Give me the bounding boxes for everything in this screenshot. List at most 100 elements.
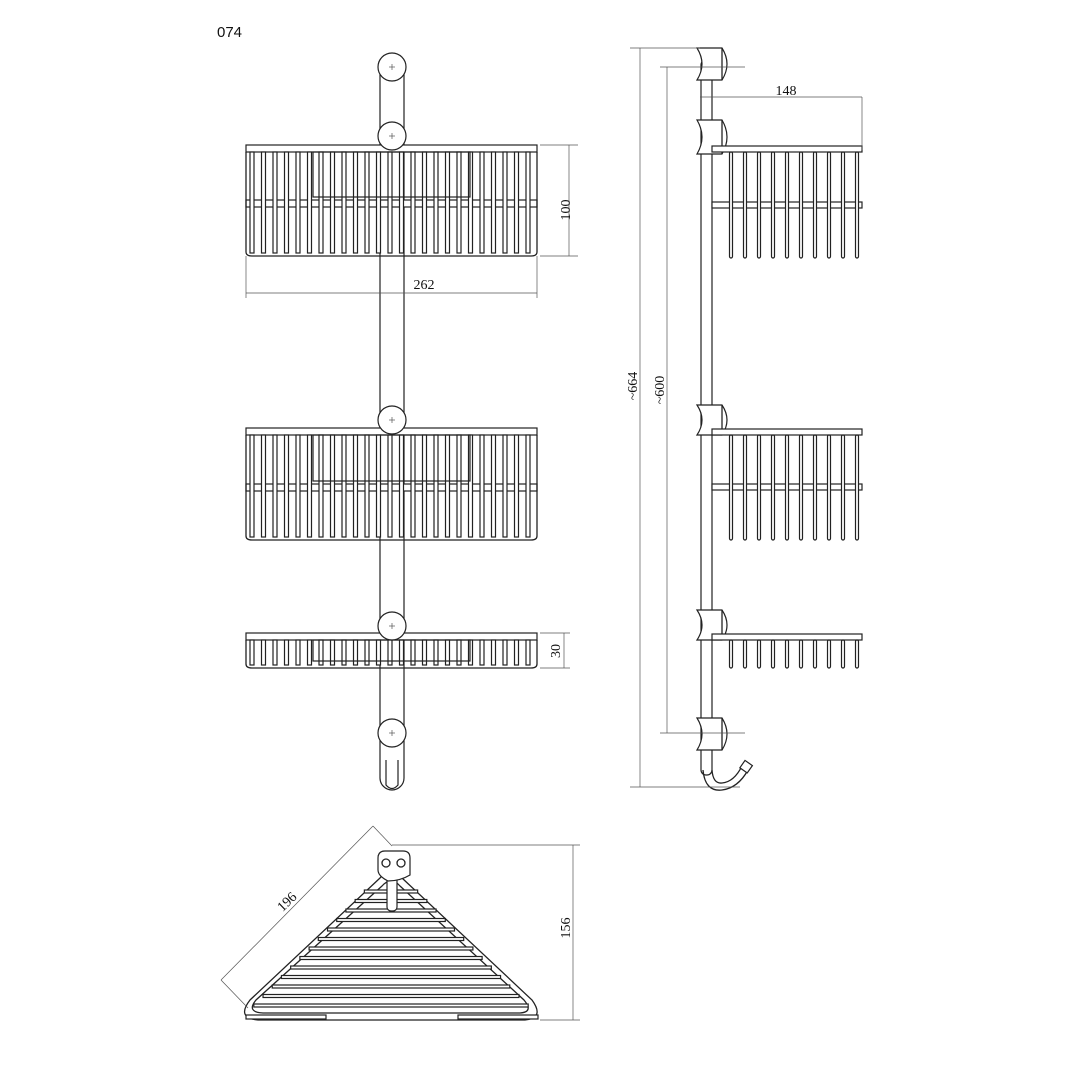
dim-mount-spacing: ~600 — [653, 376, 668, 405]
tray-wire — [253, 1003, 529, 1008]
side-wire — [770, 151, 776, 259]
basket-wire — [249, 151, 255, 254]
tray-foot — [245, 1014, 327, 1020]
hook-tip — [739, 759, 754, 774]
basket-wire — [502, 639, 508, 666]
basket-wire — [513, 434, 520, 538]
side-wire — [756, 151, 762, 259]
basket-tray — [312, 434, 471, 482]
side-rim — [711, 428, 863, 436]
tray-wire — [290, 965, 492, 970]
tray-wire — [317, 936, 465, 942]
front-view — [245, 52, 578, 791]
basket-wire — [295, 639, 301, 666]
screw-hole — [381, 858, 391, 868]
basket-tray — [312, 639, 471, 662]
basket-tray — [312, 151, 471, 198]
basket-wire — [283, 639, 290, 666]
side-wire — [728, 639, 734, 669]
basket-wire — [272, 434, 278, 538]
dim-total-height: ~664 — [626, 372, 641, 401]
hook — [385, 760, 399, 790]
dim-top-depth: 156 — [559, 918, 574, 939]
extension-line — [372, 825, 393, 847]
tray-foot — [457, 1014, 539, 1020]
basket-wire — [525, 639, 531, 666]
basket-outline — [245, 435, 538, 541]
side-rim — [711, 633, 863, 641]
basket-wire — [479, 434, 485, 538]
side-wire — [742, 151, 748, 259]
dimension-labels: 100 262 30 148 ~664 ~600 196 156 — [275, 84, 797, 939]
side-wire — [826, 151, 832, 259]
side-wire — [840, 151, 846, 259]
dimension-line — [220, 825, 374, 981]
basket-wire — [283, 151, 290, 254]
basket-wire — [249, 639, 255, 666]
side-wire — [770, 639, 776, 669]
side-wire — [812, 151, 818, 259]
side-hook — [702, 765, 749, 791]
basket-wire — [502, 434, 508, 538]
side-wire — [854, 434, 860, 541]
basket-wire — [295, 434, 301, 538]
side-wire — [784, 151, 790, 259]
screw-hole — [396, 858, 406, 868]
side-wire — [784, 639, 790, 669]
dim-depth: 148 — [776, 84, 797, 99]
side-wire — [840, 434, 846, 541]
side-wire — [756, 639, 762, 669]
product-code: 074 — [217, 24, 243, 41]
side-wire — [728, 434, 734, 541]
side-wire — [728, 151, 734, 259]
side-wire — [826, 639, 832, 669]
dim-basket-width: 262 — [414, 278, 435, 293]
dim-shallow-height: 30 — [549, 644, 564, 658]
basket-wire — [525, 151, 531, 254]
side-wire — [798, 151, 804, 259]
top-view — [220, 825, 580, 1021]
basket-wire — [260, 151, 267, 254]
basket-wire — [513, 151, 520, 254]
side-wire — [854, 151, 860, 259]
side-wire — [812, 639, 818, 669]
basket-wire — [295, 151, 301, 254]
tray-wire — [326, 927, 456, 932]
tray-wire — [308, 946, 474, 951]
basket-wire — [479, 151, 485, 254]
basket-wire — [502, 151, 508, 254]
tray-wire — [336, 917, 446, 923]
side-wire — [840, 639, 846, 669]
basket-wire — [306, 639, 313, 666]
basket-wire — [260, 639, 267, 666]
tray-wire — [280, 974, 502, 980]
side-wire — [784, 434, 790, 541]
basket-wire — [306, 151, 313, 254]
basket-wire — [306, 434, 313, 538]
dim-side-length: 196 — [275, 890, 301, 915]
basket-outline — [245, 640, 538, 669]
side-wire — [812, 434, 818, 541]
tray-wire — [271, 984, 511, 989]
basket-wire — [272, 151, 278, 254]
basket-wire — [249, 434, 255, 538]
basket-wire — [490, 151, 497, 254]
basket-wire — [525, 434, 531, 538]
side-wire — [854, 639, 860, 669]
extension-line — [220, 979, 249, 1009]
basket-wire — [513, 639, 520, 666]
basket-wire — [479, 639, 485, 666]
side-wire — [798, 434, 804, 541]
side-wire — [742, 639, 748, 669]
basket-wire — [283, 434, 290, 538]
side-wire — [742, 434, 748, 541]
dim-basket-height: 100 — [559, 200, 574, 221]
basket-wire — [272, 639, 278, 666]
basket-wire — [490, 434, 497, 538]
side-rim — [711, 145, 863, 153]
side-wire — [756, 434, 762, 541]
side-wire — [826, 434, 832, 541]
basket-wire — [260, 434, 267, 538]
